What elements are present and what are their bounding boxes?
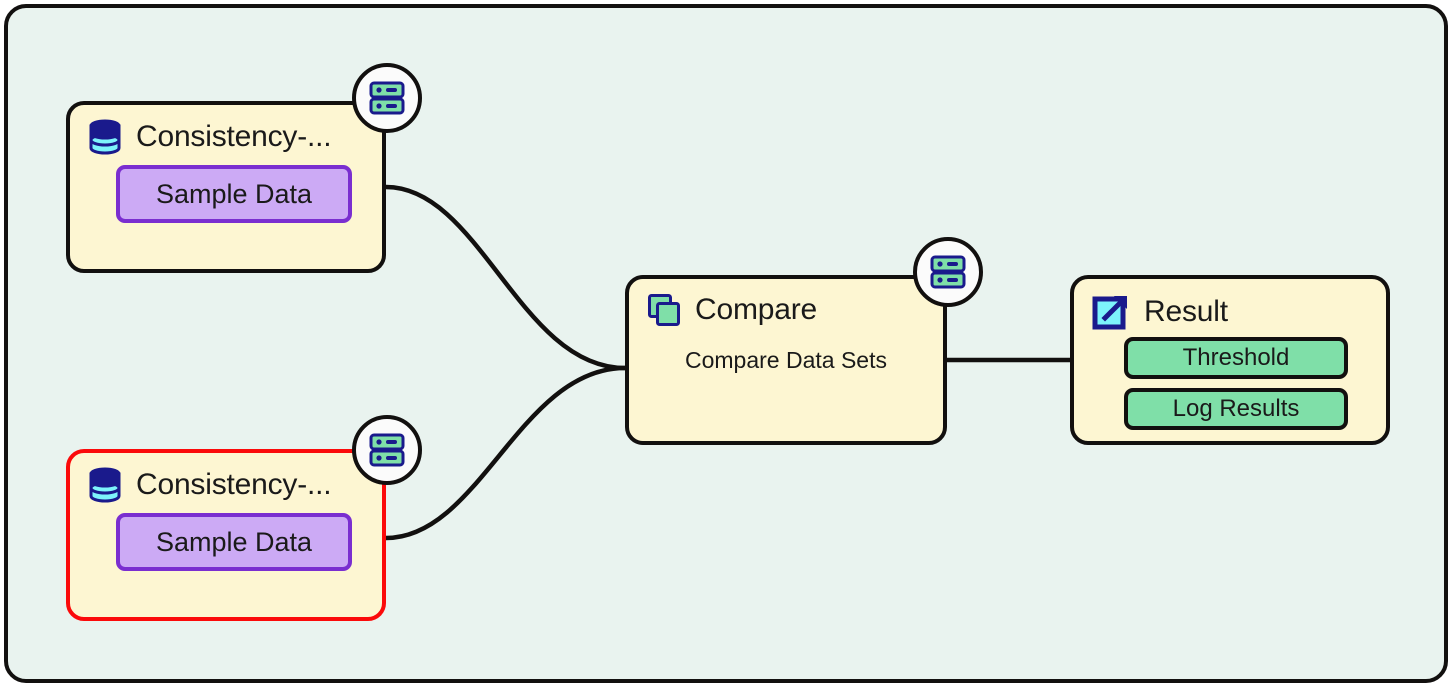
node-header: Compare	[629, 279, 943, 327]
pill-log-results[interactable]: Log Results	[1124, 388, 1348, 430]
node-title: Compare	[695, 293, 817, 326]
database-icon	[88, 119, 122, 155]
server-rack-icon	[369, 433, 405, 467]
copy-stack-icon	[647, 293, 681, 327]
server-rack-icon	[930, 255, 966, 289]
node-title: Result	[1144, 295, 1228, 328]
node-title: Consistency-...	[136, 120, 332, 153]
node-consistency-bottom[interactable]: Consistency-... Sample Data	[66, 449, 386, 621]
node-title: Consistency-...	[136, 468, 332, 501]
node-header: Consistency-...	[70, 105, 382, 155]
badge-server-consistency-top[interactable]	[352, 63, 422, 133]
node-subtitle: Compare Data Sets	[685, 347, 887, 373]
pill-group: Sample Data	[70, 503, 382, 585]
pill-group: Threshold Log Results	[1074, 331, 1386, 430]
badge-server-consistency-bottom[interactable]	[352, 415, 422, 485]
pill-sample-data[interactable]: Sample Data	[116, 513, 352, 571]
node-header: Result	[1074, 279, 1386, 331]
pill-sample-data[interactable]: Sample Data	[116, 165, 352, 223]
pill-threshold[interactable]: Threshold	[1124, 337, 1348, 379]
external-link-icon	[1092, 293, 1130, 331]
node-consistency-top[interactable]: Consistency-... Sample Data	[66, 101, 386, 273]
server-rack-icon	[369, 81, 405, 115]
badge-server-compare[interactable]	[913, 237, 983, 307]
node-compare[interactable]: Compare Compare Data Sets	[625, 275, 947, 445]
database-icon	[88, 467, 122, 503]
node-header: Consistency-...	[70, 453, 382, 503]
node-result[interactable]: Result Threshold Log Results	[1070, 275, 1390, 445]
pill-group: Sample Data	[70, 155, 382, 237]
